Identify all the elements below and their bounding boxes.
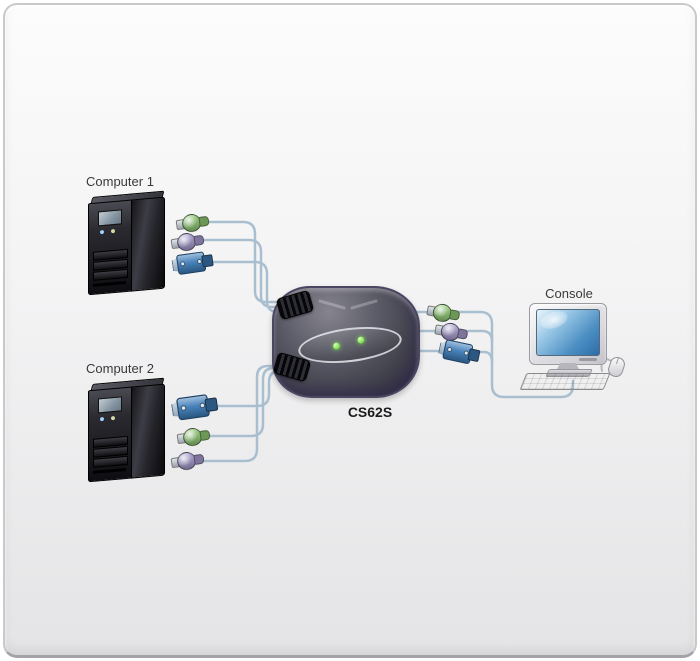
connector-boot (199, 429, 211, 441)
kvm-top-ridge (350, 299, 378, 310)
tower-display (98, 396, 122, 414)
tower-power-led (100, 229, 104, 235)
monitor-screen (536, 309, 600, 356)
drive-slot (93, 281, 126, 287)
tower-body (88, 377, 165, 483)
tower-power-led (100, 416, 104, 422)
console-monitor (529, 303, 607, 365)
drive-slot (93, 468, 126, 474)
console-label: Console (545, 286, 593, 301)
tower-body (88, 190, 165, 296)
console-keyboard-join-cable (462, 329, 494, 343)
computer2-keyboard-cable (203, 364, 291, 463)
tower-side-panel (131, 196, 165, 292)
drive-bay (93, 268, 128, 281)
connector-boot (193, 234, 205, 246)
connector-boot (193, 453, 205, 465)
kvm-led-panel (296, 321, 404, 369)
kvm-switch-device (270, 284, 422, 400)
computer2-tower (88, 377, 165, 483)
console-keyboard (519, 373, 611, 390)
drive-bay (93, 455, 128, 468)
connector-boot (198, 215, 210, 227)
connector-boot (204, 397, 219, 413)
kvm-model-label: CS62S (347, 404, 393, 420)
kvm-port2-led (357, 336, 365, 345)
kvm-top-ridge (318, 299, 346, 310)
computer1-tower (88, 190, 165, 296)
tower-side-panel (131, 383, 165, 479)
connector-boot (201, 254, 214, 268)
computer2-label: Computer 2 (86, 361, 154, 376)
monitor-stand (557, 363, 579, 369)
tower-display (98, 209, 122, 227)
kvm-port1-led (332, 342, 341, 351)
computer1-label: Computer 1 (86, 174, 154, 189)
console-main-cable (453, 310, 575, 399)
tower-front-panel (88, 199, 132, 296)
console-vga-join-cable (477, 350, 494, 364)
tower-front-panel (88, 386, 132, 483)
